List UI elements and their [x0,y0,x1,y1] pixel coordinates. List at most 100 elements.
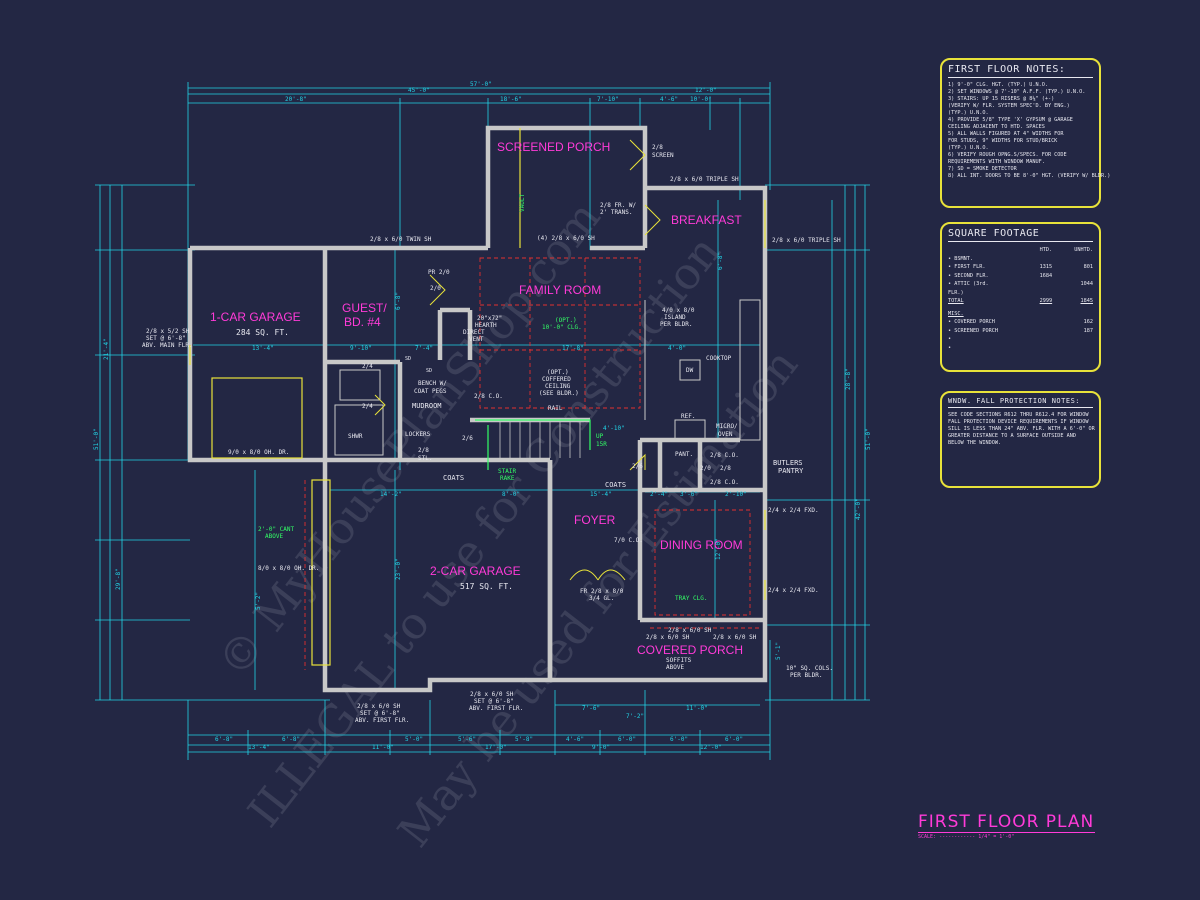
note-2-6a: 2/6 [462,435,473,442]
sqft-misc-heading: MISC. [948,310,964,317]
note-sd1: SD [405,356,411,362]
note-line: (TYP.) U.N.O. [948,145,989,151]
note-line: (TYP.) U.N.O. [948,110,989,116]
square-footage-panel: SQUARE FOOTAGE HTD. UNHTD. • BSMNT. • FI… [940,222,1101,372]
note-line: BELOW THE WINDOW. [948,440,1002,446]
interior-details [334,299,761,456]
dim-top-c: 12'-0" [695,87,717,94]
dim-in-g: 15'-4" [590,491,612,498]
note-garage-win2: SET @ 6'-8" [146,335,186,342]
dim-in-d: 17'-8" [562,345,584,352]
note-up: UP [596,433,604,440]
note-line: 5) ALL WALLS FIGURED AT 4" WIDTHS FOR [948,131,1064,137]
note-island2: ISLAND [664,314,686,321]
note-line: FALL PROTECTION DEVICE REQUIREMENTS IF W… [948,419,1089,425]
note-triple-top: 2/8 x 6/0 TRIPLE SH [670,176,739,183]
note-cols2: PER BLDR. [790,672,823,679]
note-cols: 10" SQ. COLS. [786,665,833,672]
plan-title: FIRST FLOOR PLAN [918,812,1095,832]
note-coffered4: (SEE BLDR.) [539,390,579,397]
note-line: 8) ALL INT. DOORS TO BE 8'-0" HGT. (VERI… [948,173,1111,179]
dim-in-l: 7'-6" [582,705,600,712]
sqft-row: • SECOND FLR.1684 [948,272,1053,279]
note-triple-right: 2/8 x 6/0 TRIPLE SH [772,237,841,244]
sqft-header-row: HTD. UNHTD. [948,246,1093,255]
red-dashed-lines [304,257,760,670]
plan-scale: SCALE: ------------ 1/4" = 1'-0" [918,834,1015,840]
note-2-0a: 2/0 [430,285,441,292]
note-coffered3: CEILING [545,383,571,390]
dim-top-a: 20'-8" [285,96,307,103]
room-two-car-garage: 2-CAR GARAGE [430,564,521,578]
note-g-win2c: ABV. FIRST FLR. [469,705,523,712]
dim-in-a: 13'-4" [252,345,274,352]
note-up2: 15R [596,441,607,448]
dim-right-b: 42'-0" [855,498,862,520]
note-porch-win3: 2/8 x 6/0 SH [713,634,757,641]
note-line: FOR STUDS, 9" WIDTHS FOR STUD/BRICK [948,138,1058,144]
note-line: 2) SET WINDOWS @ 7'-10" A.F.F. (TYP.) U.… [948,89,1086,95]
cooktop-label: COOKTOP [706,355,732,362]
note-2-8b: 2/8 [720,465,731,472]
dim-in-s: 6'-8" [717,252,724,270]
note-line: 1) 9'-0" CLG. HGT. (TYP.) U.N.O. [948,82,1048,88]
note-2-8-screen: 2/8 [652,144,663,151]
note-coffered2: COFFERED [542,376,571,383]
note-g-win2: 2/8 x 6/0 SH [470,691,514,698]
lockers-label: LOCKERS [405,431,431,438]
note-porch-win: 2/8 x 6/0 SH [668,627,712,634]
oven-label: OVEN [718,431,733,438]
note-line: (VERIFY W/ FLR. SYSTEM SPEC'D. BY ENG.) [948,103,1070,109]
window-fall-notes-panel: WNDW. FALL PROTECTION NOTES: SEE CODE SE… [940,391,1101,488]
note-twin: 2/8 x 6/0 TWIN SH [370,236,432,243]
note-soffits2: ABOVE [666,664,684,671]
room-covered-porch: COVERED PORCH [637,643,743,657]
dim-bot-a: 6'-8" [215,736,233,743]
two-car-sqft: 517 SQ. FT. [460,582,513,591]
note-stair: STAIR [498,468,516,475]
dim-in-h: 2'-4" [650,491,668,498]
note-hearth: 20"x72" [477,315,502,322]
sqft-row: • ATTIC (3rd. FLR.)1044 [948,281,1093,296]
note-coffered: (OPT.) [547,369,569,376]
mudroom-label: MUDROOM [412,402,442,410]
room-dining: DINING ROOM [660,538,743,552]
note-soffits: SOFFITS [666,657,692,664]
note-line: GREATER DISTANCE TO A SURFACE OUTSIDE AN… [948,433,1077,439]
note-screen: SCREEN [652,152,674,159]
note-vent: VENT [469,336,484,343]
note-porch-win2: 2/8 x 6/0 SH [646,634,690,641]
dim-in-r: 6'-8" [395,292,402,310]
dim-left-overall: 51'-0" [93,428,100,450]
note-direct: DIRECT [463,329,485,336]
dw-label: DW [686,367,694,374]
one-car-sqft: 284 SQ. FT. [236,328,289,337]
note-g-win2b: SET @ 6'-8" [474,698,514,705]
note-garage-win3: ABV. MAIN FLR. [142,342,193,349]
note-fxd2: 2/4 x 2/4 FXD. [768,587,819,594]
note-clg: (OPT.) [555,317,577,324]
note-vault: VAULT [519,194,526,212]
dim-bot-l: 17'-0" [485,744,507,751]
note-sd2: SD [426,368,432,374]
window-fall-notes-heading: WNDW. FALL PROTECTION NOTES: [948,397,1093,408]
note-pr: PR 2/0 [428,269,450,276]
note-line: 4) PROVIDE 5/8" TYPE 'X' GYPSUM @ GARAGE [948,117,1073,123]
dim-in-k: 11'-0" [686,705,708,712]
room-screened-porch: SCREENED PORCH [497,140,610,154]
note-garage-win: 2/8 x 5/2 SH [146,328,190,335]
dim-in-t: 5'-2" [255,592,262,610]
shwr-label: SHWR [348,433,363,440]
note-trans: 2' TRANS. [600,209,633,216]
title-underline [918,832,1095,833]
note-2-8a: 2/8 [418,447,429,454]
first-floor-notes-list: 1) 9'-0" CLG. HGT. (TYP.) U.N.O. 2) SET … [948,82,1111,180]
dim-in-e: 14'-2" [380,491,402,498]
pant-label: PANT. [675,451,693,458]
dim-in-n: 4'-0" [668,345,686,352]
room-one-car-garage: 1-CAR GARAGE [210,310,301,324]
dim-right-a: 28'-8" [845,368,852,390]
dim-bot-i: 6'-0" [725,736,743,743]
room-guest-bd4: BD. #4 [344,315,381,329]
